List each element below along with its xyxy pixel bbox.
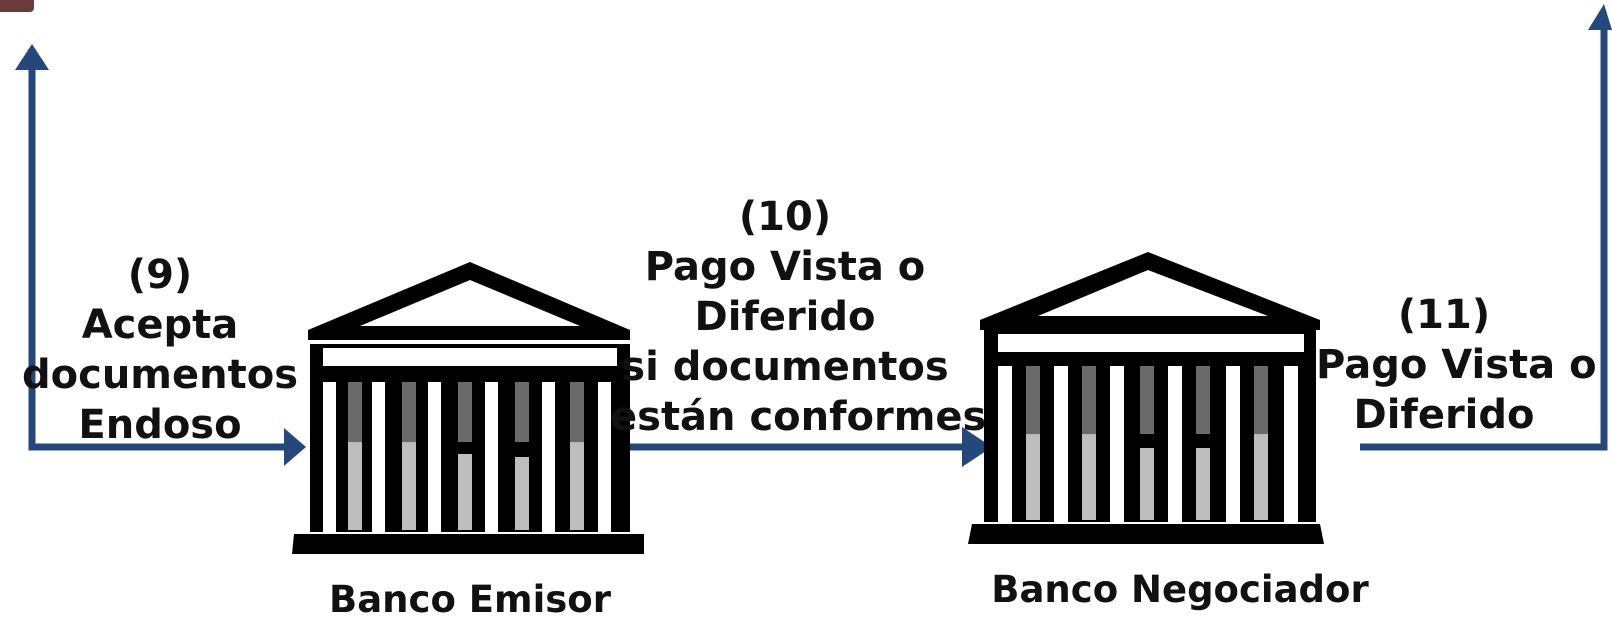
step-9-line: Endoso — [78, 402, 242, 448]
step-9-label: (9) Acepta documentos Endoso — [20, 250, 300, 450]
step-10-label: (10) Pago Vista o Diferido si documentos… — [610, 192, 987, 442]
step-9-line: documentos — [22, 352, 298, 398]
bank-emisor-label: Banco Emisor — [329, 578, 611, 621]
step-9-number: (9) — [127, 252, 193, 298]
step-11-line: Diferido — [1353, 392, 1535, 438]
step-10-line: Diferido — [694, 294, 876, 340]
arrowhead-up-left — [15, 44, 49, 70]
step-10-line: Pago Vista o — [644, 244, 926, 290]
arrow-step-9 — [28, 70, 288, 451]
bank-building-icon — [292, 262, 644, 554]
step-9-line: Acepta — [81, 302, 239, 348]
step-11-line: Pago Vista o — [1316, 342, 1597, 388]
arrowhead-up-right — [1588, 4, 1612, 30]
step-11-number: (11) — [1397, 292, 1491, 338]
top-left-box-fragment — [0, 0, 34, 12]
bank-negociador-label: Banco Negociador — [991, 568, 1369, 611]
step-11-label: (11) Pago Vista o Diferido — [1316, 290, 1597, 440]
arrowhead-right-negociador — [962, 427, 992, 467]
step-10-line: si documentos — [621, 344, 949, 390]
bank-building-icon — [968, 252, 1324, 544]
arrowhead-right-emisor — [284, 428, 306, 466]
step-10-line: están conformes — [610, 394, 987, 440]
arrow-step-11 — [1360, 30, 1608, 451]
step-10-number: (10) — [738, 194, 832, 240]
